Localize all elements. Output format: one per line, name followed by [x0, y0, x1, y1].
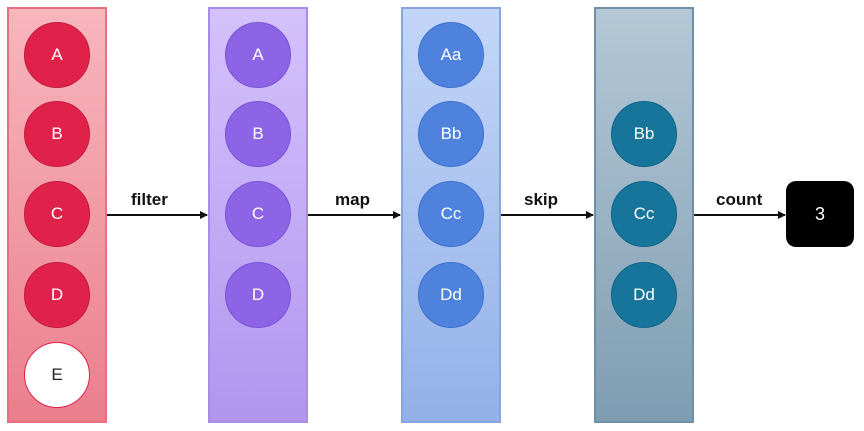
stage-3-item: Aa: [418, 22, 484, 88]
map-label: map: [335, 190, 370, 209]
count-result-box: 3: [786, 181, 854, 247]
stage-1-item: C: [24, 181, 90, 247]
stage-2-item: B: [225, 101, 291, 167]
stage-3-item: Dd: [418, 262, 484, 328]
count-label: count: [716, 190, 763, 209]
stage-3-item: Cc: [418, 181, 484, 247]
filter-label: filter: [131, 190, 168, 209]
stage-3-item: Bb: [418, 101, 484, 167]
stage-1-item-filtered-out: E: [24, 342, 90, 408]
stage-2-item: A: [225, 22, 291, 88]
stage-1-item: D: [24, 262, 90, 328]
skip-label: skip: [524, 190, 559, 209]
stage-4-item: Dd: [611, 262, 677, 328]
stage-2-item: D: [225, 262, 291, 328]
stage-2-item: C: [225, 181, 291, 247]
stage-4-item: Cc: [611, 181, 677, 247]
stage-4-item: Bb: [611, 101, 677, 167]
stage-1-item: B: [24, 101, 90, 167]
stage-1-item: A: [24, 22, 90, 88]
